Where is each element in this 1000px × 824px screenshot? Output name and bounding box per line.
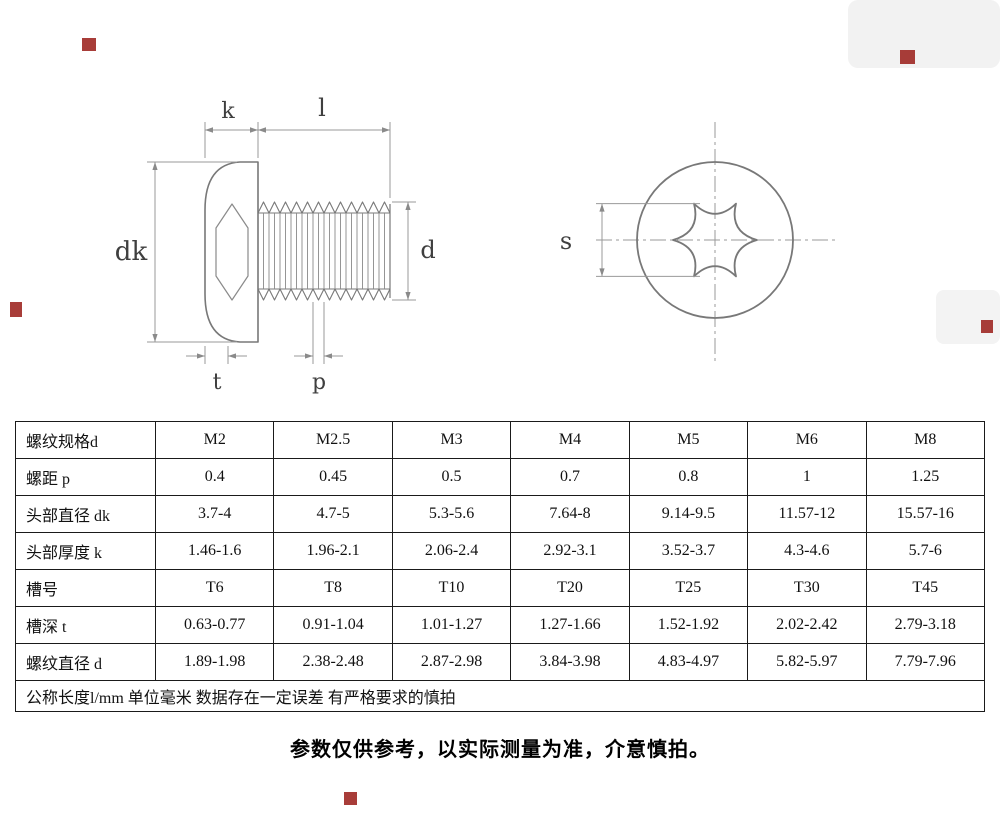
table-row: 螺纹规格d M2 M2.5 M3 M4 M5 M6 M8 <box>15 421 986 459</box>
row-header: 槽深 t <box>15 606 156 644</box>
seal-mark <box>981 320 993 333</box>
disclaimer-caption: 参数仅供参考，以实际测量为准，介意慎拍。 <box>290 739 710 761</box>
seal-mark <box>10 302 22 317</box>
table-cell: 5.3-5.6 <box>391 495 512 533</box>
row-header: 螺纹规格d <box>15 421 156 459</box>
table-cell: 7.79-7.96 <box>865 643 986 681</box>
table-cell: M3 <box>391 421 512 459</box>
table-cell: T6 <box>154 569 275 607</box>
table-cell: M2 <box>154 421 275 459</box>
row-header: 槽号 <box>15 569 156 607</box>
table-cell: 0.63-0.77 <box>154 606 275 644</box>
table-cell: 0.8 <box>628 458 749 496</box>
head-outline-circle <box>636 161 794 319</box>
thread-top-zigzag <box>257 201 391 214</box>
dimension-label-dk: dk <box>115 237 148 267</box>
s-dimension-lines <box>596 203 700 277</box>
screw-head-outline <box>204 161 259 343</box>
table-cell: 1.52-1.92 <box>628 606 749 644</box>
table-cell: T30 <box>747 569 867 607</box>
thread-flank-lines <box>263 213 385 289</box>
table-row: 头部厚度 k 1.46-1.6 1.96-2.1 2.06-2.4 2.92-3… <box>15 532 986 570</box>
table-cell: T45 <box>865 569 986 607</box>
table-cell: 4.83-4.97 <box>628 643 749 681</box>
table-cell: T25 <box>628 569 749 607</box>
table-row: 螺距 p 0.4 0.45 0.5 0.7 0.8 1 1.25 <box>15 458 986 496</box>
table-cell: M8 <box>865 421 986 459</box>
table-cell: 9.14-9.5 <box>628 495 749 533</box>
dimension-label-l: l <box>318 94 326 122</box>
table-cell: 1.46-1.6 <box>154 532 275 570</box>
centerlines <box>596 122 836 362</box>
table-cell: M5 <box>628 421 749 459</box>
watermark-remnant <box>848 0 1000 68</box>
table-footer-row: 公称长度l/mm 单位毫米 数据存在一定误差 有严格要求的慎拍 <box>15 680 985 712</box>
row-header: 头部直径 dk <box>15 495 156 533</box>
row-header: 螺纹直径 d <box>15 643 156 681</box>
table-cell: 2.02-2.42 <box>747 606 867 644</box>
technical-drawing: k l dk d t p s <box>115 0 1000 395</box>
dimension-label-p: p <box>312 370 326 395</box>
seal-mark <box>900 50 915 64</box>
torx-recess-star <box>672 202 758 278</box>
thread-bottom-zigzag <box>257 288 391 301</box>
table-cell: 1.96-2.1 <box>273 532 393 570</box>
dimension-label-s: s <box>560 227 572 255</box>
table-cell: T20 <box>510 569 630 607</box>
table-footer-note: 公称长度l/mm 单位毫米 数据存在一定误差 有严格要求的慎拍 <box>15 680 985 712</box>
table-row: 槽号 T6 T8 T10 T20 T25 T30 T45 <box>15 569 986 607</box>
table-cell: 1.25 <box>865 458 986 496</box>
table-cell: 1.27-1.66 <box>510 606 630 644</box>
table-cell: M6 <box>747 421 867 459</box>
table-cell: 15.57-16 <box>865 495 986 533</box>
spec-table: 螺纹规格d M2 M2.5 M3 M4 M5 M6 M8 螺距 p 0.4 0.… <box>15 421 986 712</box>
screw-front-view <box>596 122 836 362</box>
table-cell: 1.01-1.27 <box>391 606 512 644</box>
table-cell: 3.7-4 <box>154 495 275 533</box>
dimension-label-d: d <box>420 236 435 264</box>
seal-mark <box>344 792 357 805</box>
table-cell: M2.5 <box>273 421 393 459</box>
table-cell: T8 <box>273 569 393 607</box>
table-row: 螺纹直径 d 1.89-1.98 2.38-2.48 2.87-2.98 3.8… <box>15 643 986 681</box>
table-row: 槽深 t 0.63-0.77 0.91-1.04 1.01-1.27 1.27-… <box>15 606 986 644</box>
table-cell: 7.64-8 <box>510 495 630 533</box>
table-cell: 11.57-12 <box>747 495 867 533</box>
table-cell: 0.7 <box>510 458 630 496</box>
dimension-label-k: k <box>221 99 235 124</box>
torx-recess-profile <box>215 203 249 301</box>
screw-side-view <box>204 161 391 343</box>
table-cell: 1 <box>747 458 867 496</box>
table-cell: M4 <box>510 421 630 459</box>
table-cell: 1.89-1.98 <box>154 643 275 681</box>
table-cell: 2.79-3.18 <box>865 606 986 644</box>
table-cell: 0.5 <box>391 458 512 496</box>
table-cell: 0.91-1.04 <box>273 606 393 644</box>
table-cell: 0.45 <box>273 458 393 496</box>
table-cell: 2.92-3.1 <box>510 532 630 570</box>
side-view-dimensions <box>147 122 416 364</box>
table-cell: 4.3-4.6 <box>747 532 867 570</box>
side-view-arrowheads <box>152 127 411 359</box>
table-cell: 3.84-3.98 <box>510 643 630 681</box>
seal-mark <box>82 38 96 51</box>
table-cell: 5.82-5.97 <box>747 643 867 681</box>
table-cell: 4.7-5 <box>273 495 393 533</box>
row-header: 螺距 p <box>15 458 156 496</box>
table-row: 头部直径 dk 3.7-4 4.7-5 5.3-5.6 7.64-8 9.14-… <box>15 495 986 533</box>
table-cell: 0.4 <box>154 458 275 496</box>
watermark-remnant <box>936 290 1000 344</box>
table-cell: 2.38-2.48 <box>273 643 393 681</box>
front-view-arrowheads <box>599 203 605 277</box>
row-header: 头部厚度 k <box>15 532 156 570</box>
table-cell: 2.87-2.98 <box>391 643 512 681</box>
table-cell: 3.52-3.7 <box>628 532 749 570</box>
table-cell: 5.7-6 <box>865 532 986 570</box>
table-cell: 2.06-2.4 <box>391 532 512 570</box>
table-cell: T10 <box>391 569 512 607</box>
dimension-label-t: t <box>213 370 222 395</box>
